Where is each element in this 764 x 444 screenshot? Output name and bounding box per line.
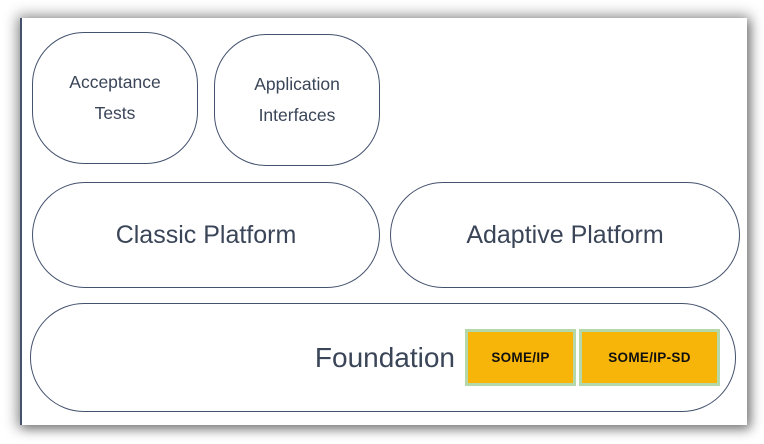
- bubble-acceptance-tests: Acceptance Tests: [32, 32, 198, 164]
- bubble-application-interfaces-label: Application Interfaces: [254, 73, 340, 126]
- diagram-panel: Acceptance Tests Application Interfaces …: [20, 18, 747, 425]
- module-some-ip: SOME/IP: [465, 329, 576, 386]
- some-ip-label: SOME/IP: [491, 350, 550, 365]
- bubble-application-interfaces: Application Interfaces: [214, 34, 380, 166]
- module-some-ip-sd: SOME/IP-SD: [579, 329, 720, 386]
- bubble-acceptance-tests-label: Acceptance Tests: [69, 71, 161, 124]
- pill-classic-platform: Classic Platform: [32, 182, 380, 288]
- classic-platform-label: Classic Platform: [115, 220, 297, 249]
- foundation-label: Foundation: [314, 341, 455, 373]
- pill-adaptive-platform: Adaptive Platform: [390, 182, 740, 288]
- adaptive-platform-label: Adaptive Platform: [466, 220, 664, 249]
- some-ip-sd-label: SOME/IP-SD: [608, 350, 691, 365]
